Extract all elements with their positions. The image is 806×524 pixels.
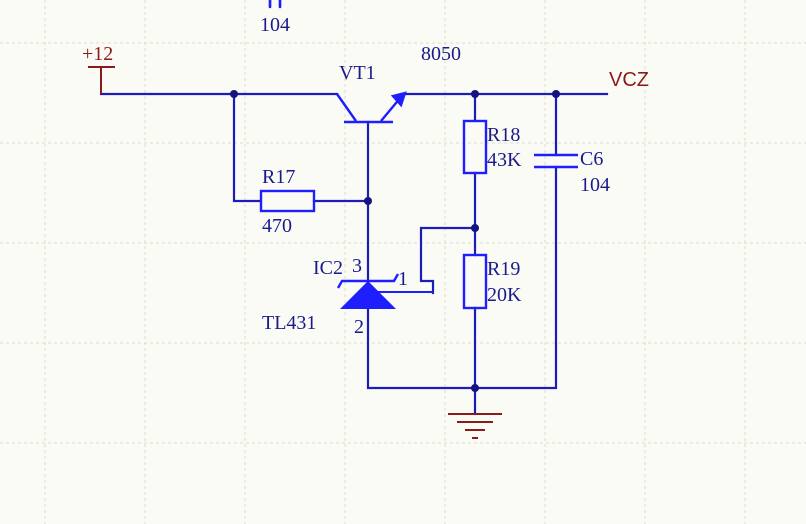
junction-dot [471, 90, 479, 98]
resistor-r19[interactable] [462, 253, 488, 310]
wire-c6-bottom[interactable] [366, 165, 558, 390]
vcz-net-label: VCZ [609, 69, 649, 91]
emitter-arrow-icon [390, 91, 407, 108]
junction-dot [364, 197, 372, 205]
capacitor-c6[interactable] [534, 153, 578, 169]
capacitor-top-partial[interactable] [268, 0, 282, 7]
junction-dot [230, 90, 238, 98]
c6-value-label: 104 [580, 174, 610, 196]
c6-designator-label: C6 [580, 148, 603, 170]
transistor-vt1[interactable] [336, 91, 407, 124]
ic2-value-label: TL431 [262, 312, 316, 334]
r19-value-label: 20K [487, 284, 522, 306]
ic2-diode-triangle-icon [340, 281, 396, 309]
junction-dots [230, 90, 560, 392]
power-plus12-label: +12 [82, 43, 113, 65]
ic2-cathode-bar [336, 273, 400, 289]
ic2-pin1-label: 1 [398, 268, 408, 290]
r18-designator-label: R18 [487, 124, 520, 146]
resistor-r18[interactable] [462, 119, 488, 175]
ic2-designator-label: IC2 [313, 257, 343, 279]
power-port-plus12[interactable] [88, 66, 115, 94]
wire-ref-feedback[interactable] [419, 226, 477, 295]
shunt-regulator-ic2[interactable] [336, 273, 433, 309]
resistor-r17[interactable] [259, 189, 316, 213]
ic2-pin2-label: 2 [354, 316, 364, 338]
vt1-designator-label: VT1 [339, 62, 376, 84]
r17-designator-label: R17 [262, 166, 295, 188]
wires [99, 0, 609, 416]
junction-dot [552, 90, 560, 98]
junction-dot [471, 224, 479, 232]
top-capacitor-value-label: 104 [260, 14, 290, 36]
vt1-value-label: 8050 [421, 43, 461, 65]
wire-r17-left[interactable] [232, 92, 263, 203]
r18-value-label: 43K [487, 149, 522, 171]
ground-symbol-icon[interactable] [448, 413, 502, 439]
ic2-pin3-label: 3 [352, 255, 362, 277]
junction-dot [471, 384, 479, 392]
r19-designator-label: R19 [487, 258, 520, 280]
r17-value-label: 470 [262, 215, 292, 237]
